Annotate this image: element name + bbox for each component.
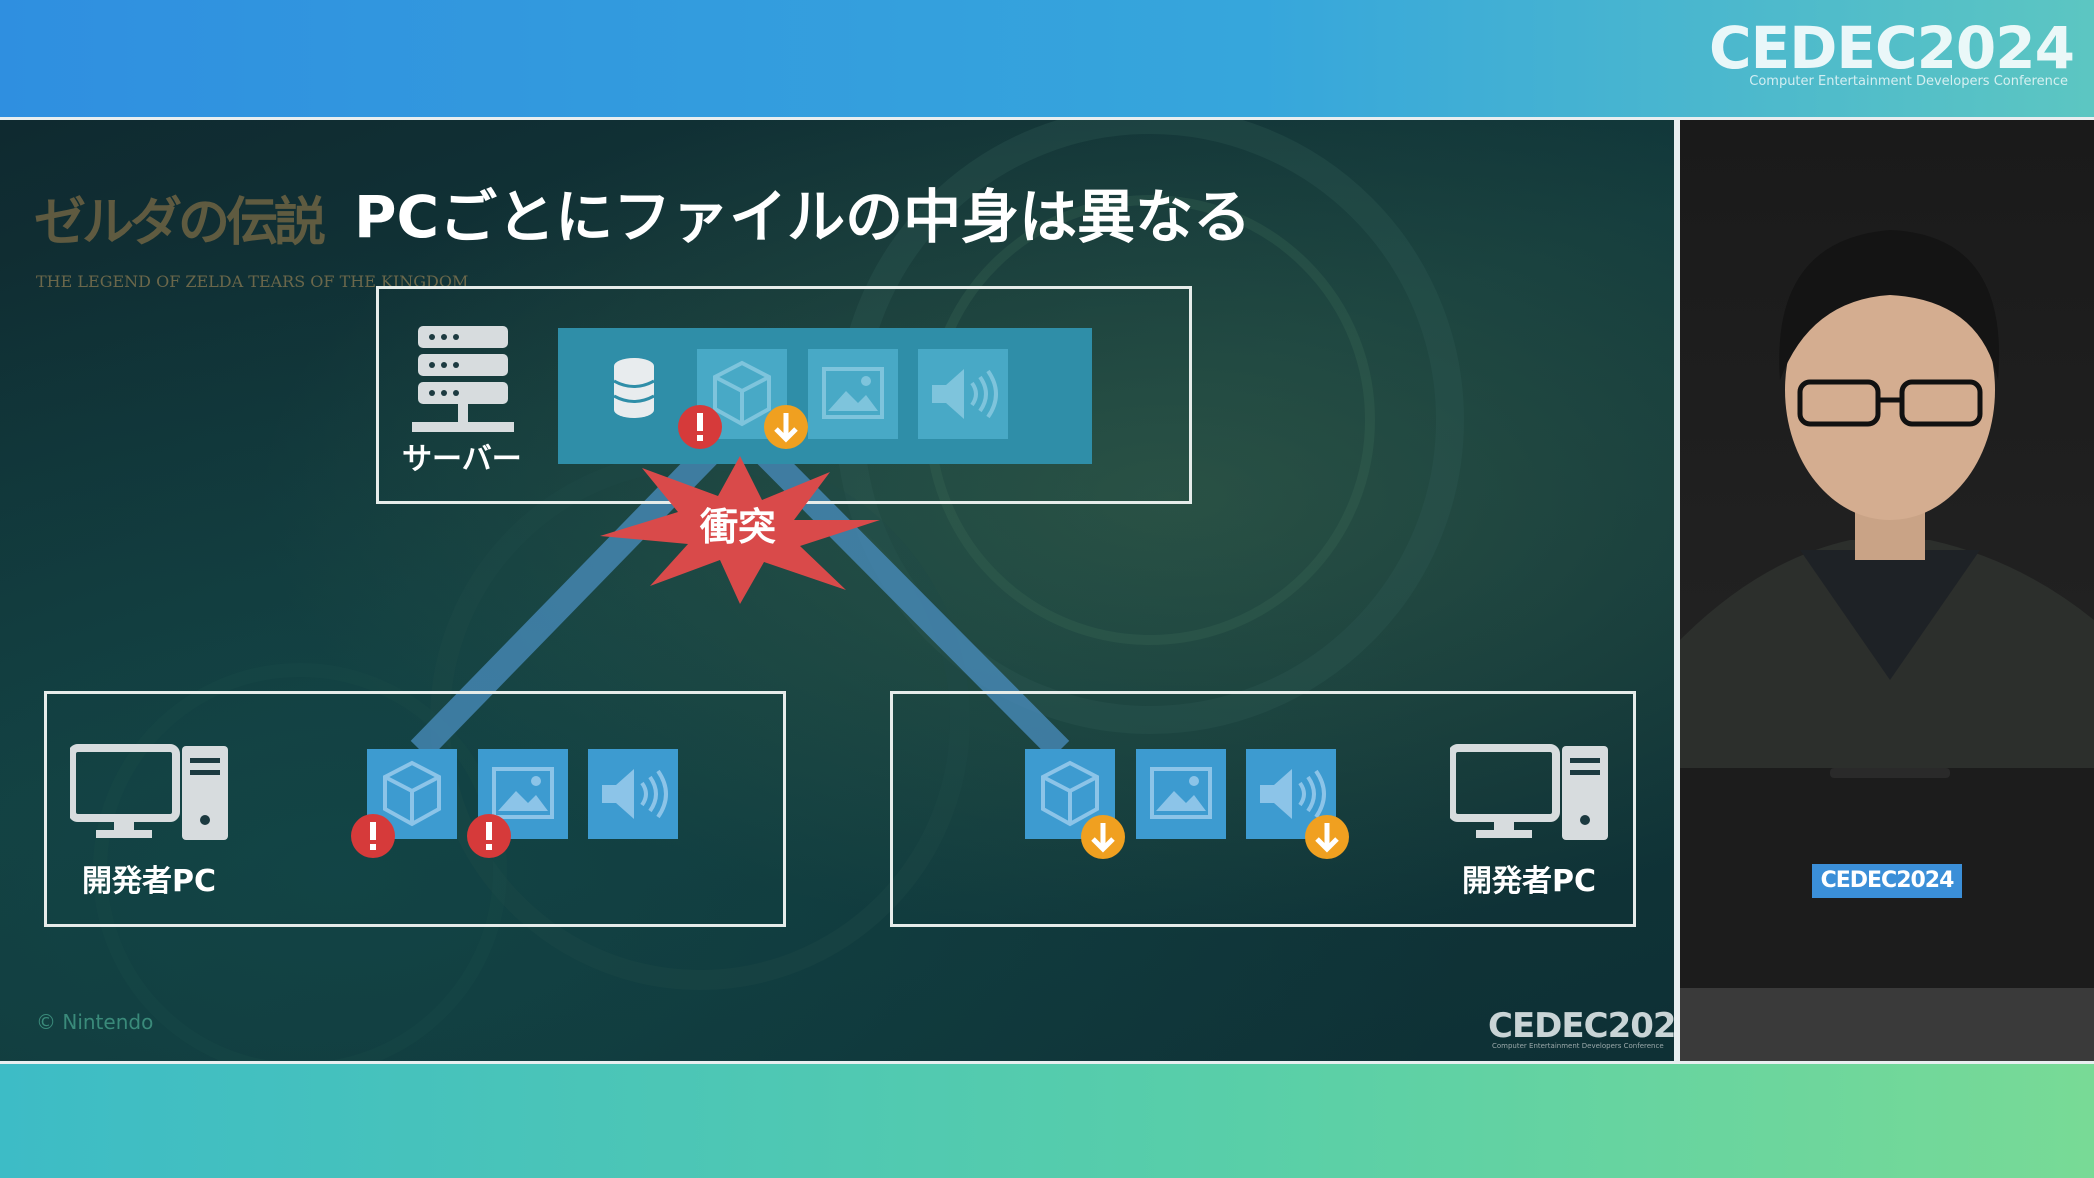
left-audio-file	[588, 749, 678, 839]
exclamation-badge-icon	[351, 814, 395, 858]
desktop-pc-icon	[70, 744, 228, 840]
image-icon	[822, 367, 884, 419]
cube-model-icon	[1041, 760, 1099, 827]
speaker-camera-feed: CEDEC2024	[1680, 117, 2094, 1064]
speaker-icon	[1260, 769, 1326, 819]
slide-title: PCごとにファイルの中身は異なる	[354, 183, 1252, 251]
presentation-slide: ゼルダの伝説 THE LEGEND OF ZELDA TEARS OF THE …	[0, 117, 1699, 1064]
collision-burst-icon	[600, 456, 880, 604]
desktop-pc-icon	[1450, 744, 1608, 840]
server-rack-icon	[412, 326, 514, 432]
download-arrow-badge-icon	[1081, 815, 1125, 859]
collision-label: 衝突	[700, 505, 777, 549]
speaker-video-frame	[1680, 230, 2094, 1061]
panel-divider	[1674, 117, 1680, 1064]
slide-cedec-tagline: Computer Entertainment Developers Confer…	[1492, 1042, 1664, 1050]
slide-cedec-logo: CEDEC2024	[1488, 1006, 1699, 1046]
server-audio-file	[918, 349, 1008, 439]
cedec-tagline: Computer Entertainment Developers Confer…	[1749, 74, 2068, 89]
database-icon	[613, 358, 655, 418]
stream-top-banner	[0, 0, 2094, 117]
developer-pc-right-box	[890, 691, 1636, 927]
server-image-file	[808, 349, 898, 439]
copyright-notice: © Nintendo	[36, 1010, 154, 1034]
laptop-cedec-sticker: CEDEC2024	[1812, 864, 1962, 898]
developer-pc-left-box	[44, 691, 786, 927]
developer-pc-left-label: 開発者PC	[82, 864, 217, 899]
cedec-logo: CEDEC2024	[1709, 14, 2075, 82]
game-logo: ゼルダの伝説	[34, 193, 326, 253]
exclamation-badge-icon	[678, 405, 722, 449]
speaker-icon	[932, 369, 998, 419]
image-icon	[1150, 767, 1212, 819]
developer-pc-right-label: 開発者PC	[1462, 864, 1597, 899]
image-icon	[492, 767, 554, 819]
cube-model-icon	[713, 360, 771, 427]
game-logo-subtitle: THE LEGEND OF ZELDA TEARS OF THE KINGDOM	[36, 272, 469, 291]
server-label: サーバー	[402, 442, 522, 477]
right-image-file	[1136, 749, 1226, 839]
download-arrow-badge-icon	[764, 405, 808, 449]
right-model-file	[1025, 749, 1115, 839]
download-arrow-badge-icon	[1305, 815, 1349, 859]
cube-model-icon	[383, 760, 441, 827]
exclamation-badge-icon	[467, 814, 511, 858]
stream-bottom-banner	[0, 1064, 2094, 1178]
speaker-icon	[602, 769, 668, 819]
